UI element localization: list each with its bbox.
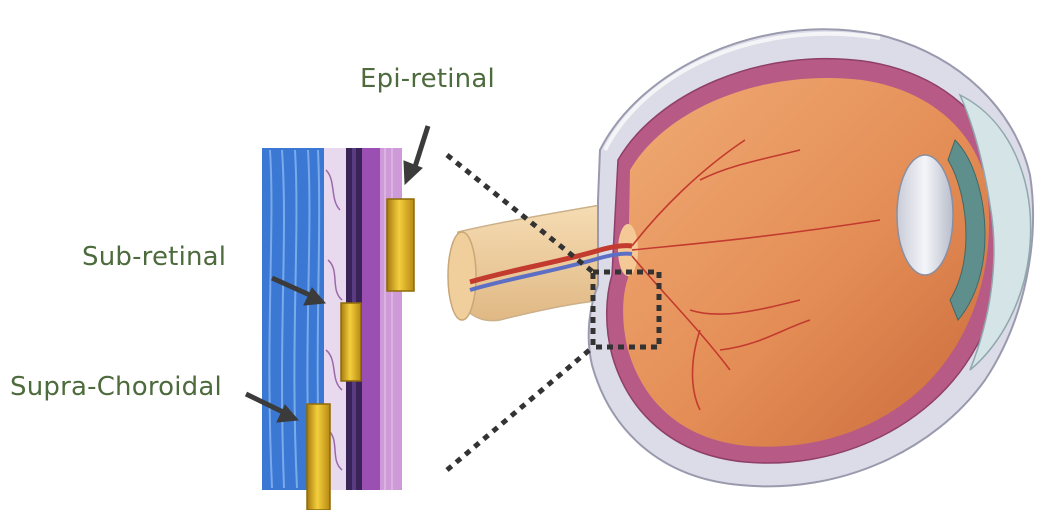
- label-sub-retinal: Sub-retinal: [82, 242, 226, 272]
- optic-nerve-cut-end: [448, 232, 476, 320]
- inner-retina-layers: [362, 148, 380, 490]
- supra-choroidal-implant: [307, 404, 330, 510]
- epi-retinal-implant: [387, 199, 414, 291]
- zoom-guide-bottom: [447, 347, 593, 470]
- lens: [897, 155, 953, 275]
- label-supra-choroidal: Supra-Choroidal: [10, 372, 222, 402]
- sub-retinal-implant: [341, 303, 361, 381]
- eyeball-cross-section: [448, 29, 1033, 486]
- label-epi-retinal: Epi-retinal: [360, 64, 495, 94]
